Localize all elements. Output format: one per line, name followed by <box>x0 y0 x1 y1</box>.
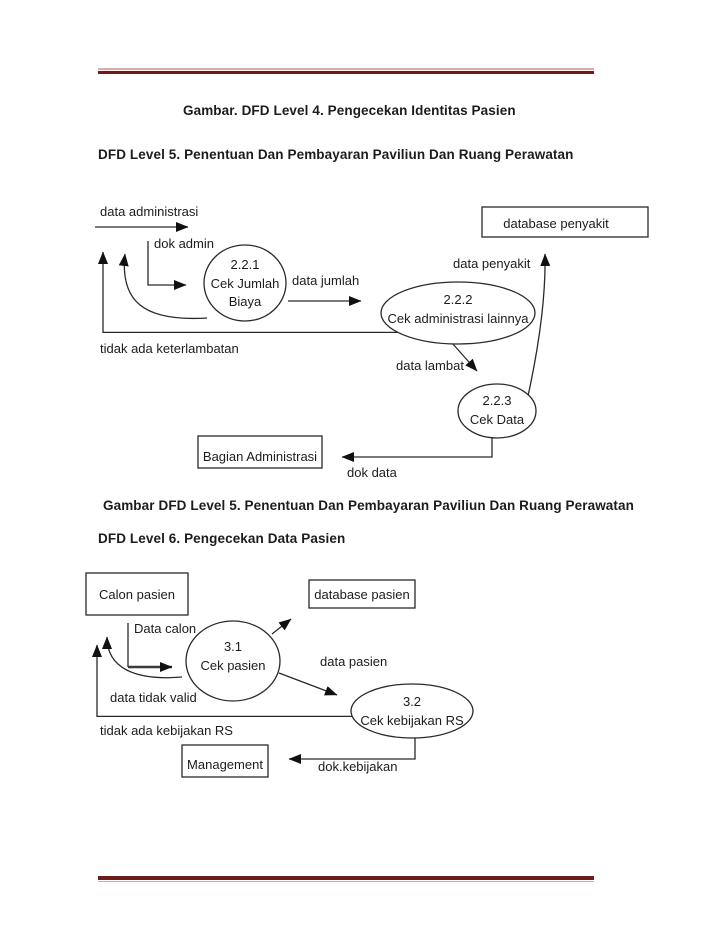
process-223-id: 2.2.3 <box>483 393 512 408</box>
flow-curve-return-from-p221 <box>118 253 208 320</box>
process-32-ellipse <box>350 683 474 739</box>
flow-arrow-dok-kebijakan <box>288 738 416 764</box>
process-222-ellipse <box>380 281 536 345</box>
flow-label-data-administrasi: data administrasi <box>100 204 198 219</box>
flow-curve-data-tidak-valid <box>102 636 183 679</box>
entity-bagian-administrasi-box <box>197 435 323 469</box>
datastore-database-penyakit-box <box>481 206 649 238</box>
flow-label-data-calon: Data calon <box>134 621 196 636</box>
dfd-level6-diagram: 3.1 Cek pasien 3.2 Cek kebijakan RS Calo… <box>85 572 474 778</box>
bottom-rule-thin-line <box>98 880 594 882</box>
bottom-border-rule <box>98 876 594 882</box>
flow-label-dok-kebijakan: dok.kebijakan <box>318 759 398 774</box>
flow-label-tidak-ada-keterlambatan: tidak ada keterlambatan <box>100 341 239 356</box>
caption-dfd-level5: Gambar DFD Level 5. Penentuan Dan Pembay… <box>103 498 634 513</box>
process-221-name-line1: Cek Jumlah <box>211 276 280 291</box>
flow-label-dok-admin: dok admin <box>154 236 214 251</box>
flow-arrow-data-penyakit <box>527 253 551 397</box>
flow-arrow-dok-data <box>341 438 493 462</box>
flow-label-tidak-ada-kebijakan-rs: tidak ada kebijakan RS <box>100 723 233 738</box>
process-221-name-line2: Biaya <box>229 294 262 309</box>
heading-dfd-level6: DFD Level 6. Pengecekan Data Pasien <box>98 531 346 546</box>
flow-arrow-to-database-pasien <box>271 618 292 635</box>
process-32-name: Cek kebijakan RS <box>360 713 464 728</box>
flow-arrow-data-pasien <box>278 672 338 696</box>
process-31-circle <box>185 620 281 702</box>
process-222-name: Cek administrasi lainnya <box>388 311 530 326</box>
flow-label-data-penyakit: data penyakit <box>453 256 531 271</box>
caption-dfd-level4: Gambar. DFD Level 4. Pengecekan Identita… <box>183 103 516 118</box>
flow-label-dok-data: dok data <box>347 465 398 480</box>
datastore-database-pasien-box <box>308 579 416 609</box>
process-32-id: 3.2 <box>403 694 421 709</box>
flow-arrow-dok-admin <box>147 241 187 290</box>
flow-label-data-lambat: data lambat <box>396 358 464 373</box>
top-rule-thin-line <box>98 68 594 70</box>
entity-calon-pasien-label: Calon pasien <box>99 587 175 602</box>
process-223-name: Cek Data <box>470 412 525 427</box>
entity-management-box <box>181 744 269 778</box>
process-221-id: 2.2.1 <box>231 257 260 272</box>
top-rule-thick-line <box>98 70 594 74</box>
top-border-rule <box>98 68 594 74</box>
process-223-ellipse <box>457 383 537 439</box>
dfd-level5-diagram: 2.2.1 Cek Jumlah Biaya 2.2.2 Cek adminis… <box>95 204 649 480</box>
process-31-id: 3.1 <box>224 639 242 654</box>
flow-arrow-data-lambat <box>451 342 478 372</box>
process-222-id: 2.2.2 <box>444 292 473 307</box>
process-31-name: Cek pasien <box>200 658 265 673</box>
process-221-circle <box>203 244 287 322</box>
datastore-database-penyakit-label: database penyakit <box>503 216 609 231</box>
entity-management-label: Management <box>187 757 263 772</box>
bottom-rule-thick-line <box>98 876 594 880</box>
entity-bagian-administrasi-label: Bagian Administrasi <box>203 449 317 464</box>
datastore-database-pasien-label: database pasien <box>314 587 409 602</box>
entity-calon-pasien-box <box>85 572 189 616</box>
flow-label-data-tidak-valid: data tidak valid <box>110 690 197 705</box>
flow-label-data-jumlah: data jumlah <box>292 273 359 288</box>
heading-dfd-level5: DFD Level 5. Penentuan Dan Pembayaran Pa… <box>98 147 574 162</box>
flow-label-data-pasien: data pasien <box>320 654 387 669</box>
